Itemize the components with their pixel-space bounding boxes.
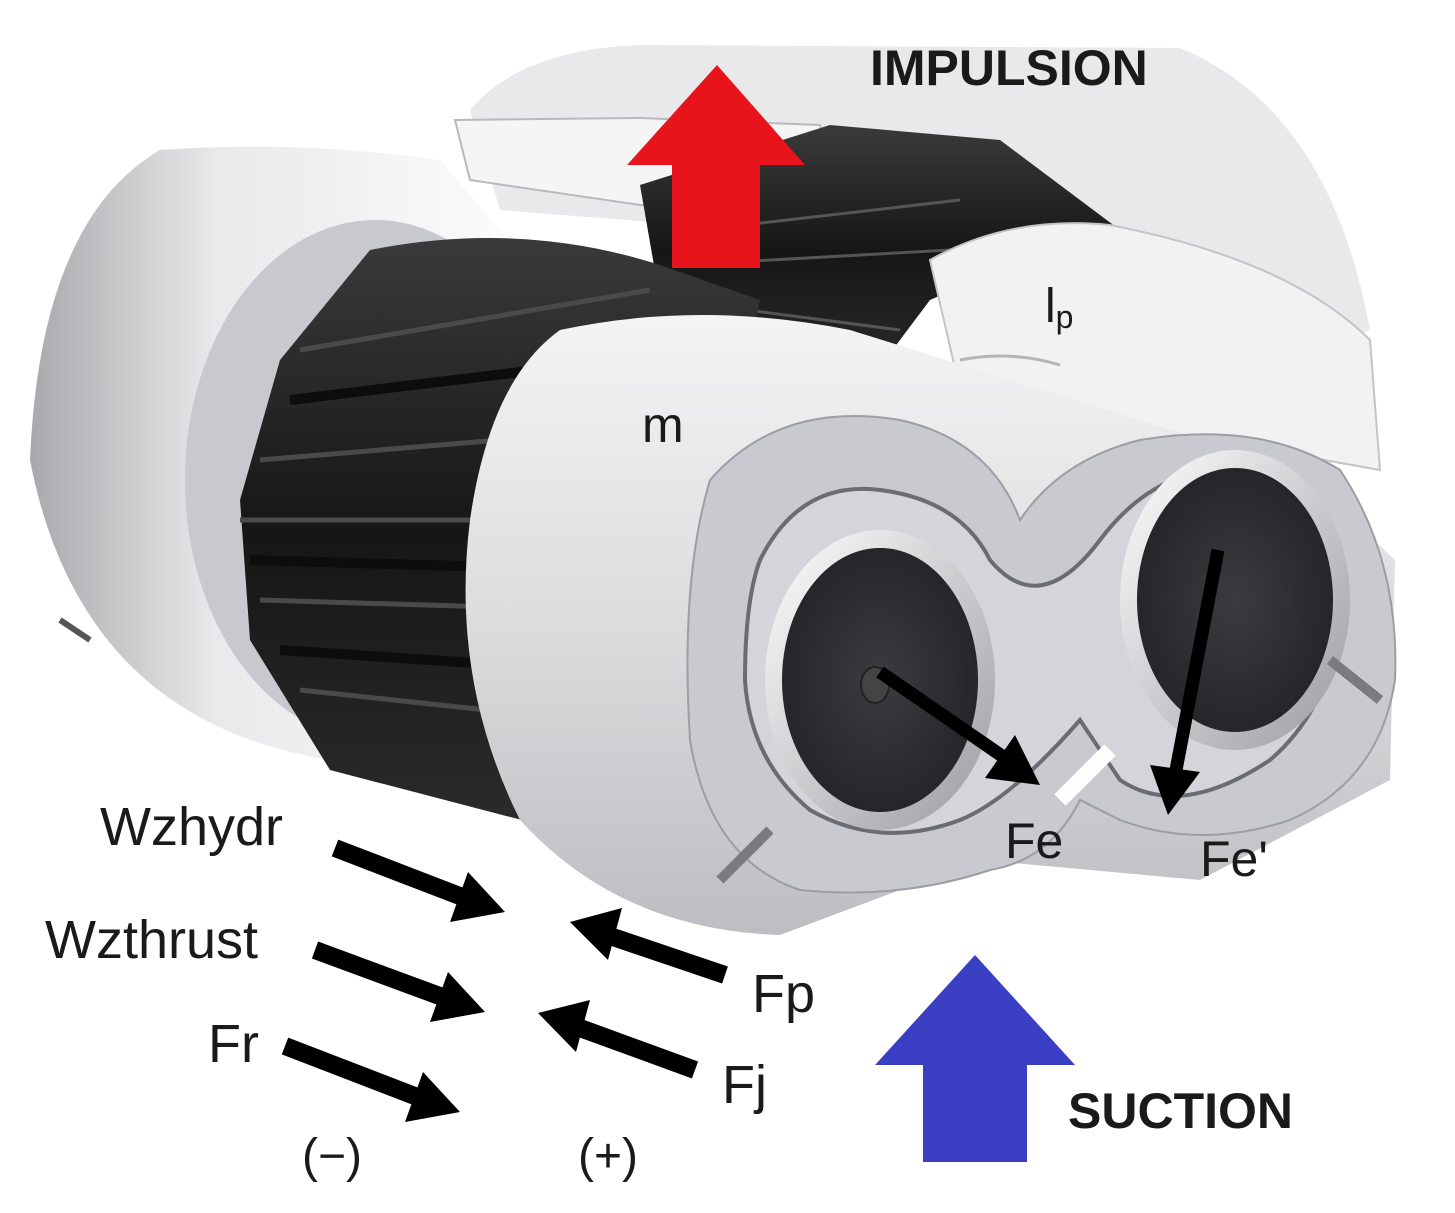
impulsion-arrow-icon: [627, 65, 805, 268]
fe-arrow-head-icon: [985, 735, 1040, 785]
fr-label: Fr: [208, 1014, 259, 1074]
fj-arrow-shaft: [576, 1019, 699, 1079]
suction-label: SUCTION: [1068, 1083, 1293, 1139]
fe-label: Fe: [1005, 813, 1063, 869]
wzhydr-arrow-shaft: [331, 839, 469, 907]
fp-arrow-head-icon: [570, 908, 622, 960]
plus-sign-label: (+): [578, 1130, 638, 1183]
fe-arrow-shaft: [876, 666, 1009, 764]
driven-bushing-groove: [959, 354, 1061, 367]
driven-bushing-front: [928, 222, 1382, 472]
minus-sign-label: (−): [302, 1130, 362, 1183]
right-shaft-face: [1137, 468, 1333, 732]
wzthrust-arrow-head-icon: [430, 972, 485, 1022]
impulsion-label: IMPULSION: [870, 40, 1148, 96]
fp-arrow-shaft: [607, 927, 728, 984]
fj-arrow-head-icon: [538, 1000, 590, 1052]
fr-arrow-shaft: [281, 1037, 424, 1107]
wzhydr-arrow-head-icon: [450, 872, 505, 922]
wzhydr-label: Wzhydr: [100, 797, 283, 857]
left-edge-mark: [58, 617, 92, 643]
left-face-slot: [716, 826, 774, 884]
force-arrows: [281, 548, 1225, 1122]
wzthrust-arrow-shaft: [311, 941, 449, 1007]
fe-prime-label: Fe': [1200, 831, 1268, 887]
wzthrust-label: Wzthrust: [45, 910, 258, 970]
lp-sub: p: [1056, 299, 1074, 335]
fp-label: Fp: [752, 964, 815, 1024]
center-gap: [1054, 744, 1116, 806]
arrow-up-icon: [627, 65, 805, 268]
lp-label: lp: [1045, 280, 1073, 335]
m-label: m: [642, 397, 684, 453]
fe-prime-arrow-shaft: [1169, 548, 1225, 772]
lp-main: l: [1045, 280, 1056, 333]
fe-prime-arrow-head-icon: [1150, 765, 1200, 815]
right-face-slot: [1326, 656, 1384, 704]
arrow-up-icon: [875, 955, 1075, 1162]
fr-arrow-head-icon: [405, 1072, 460, 1122]
fj-label: Fj: [722, 1055, 767, 1115]
suction-arrow-icon: [875, 955, 1075, 1162]
driving-teeth-ridges: [240, 287, 651, 723]
